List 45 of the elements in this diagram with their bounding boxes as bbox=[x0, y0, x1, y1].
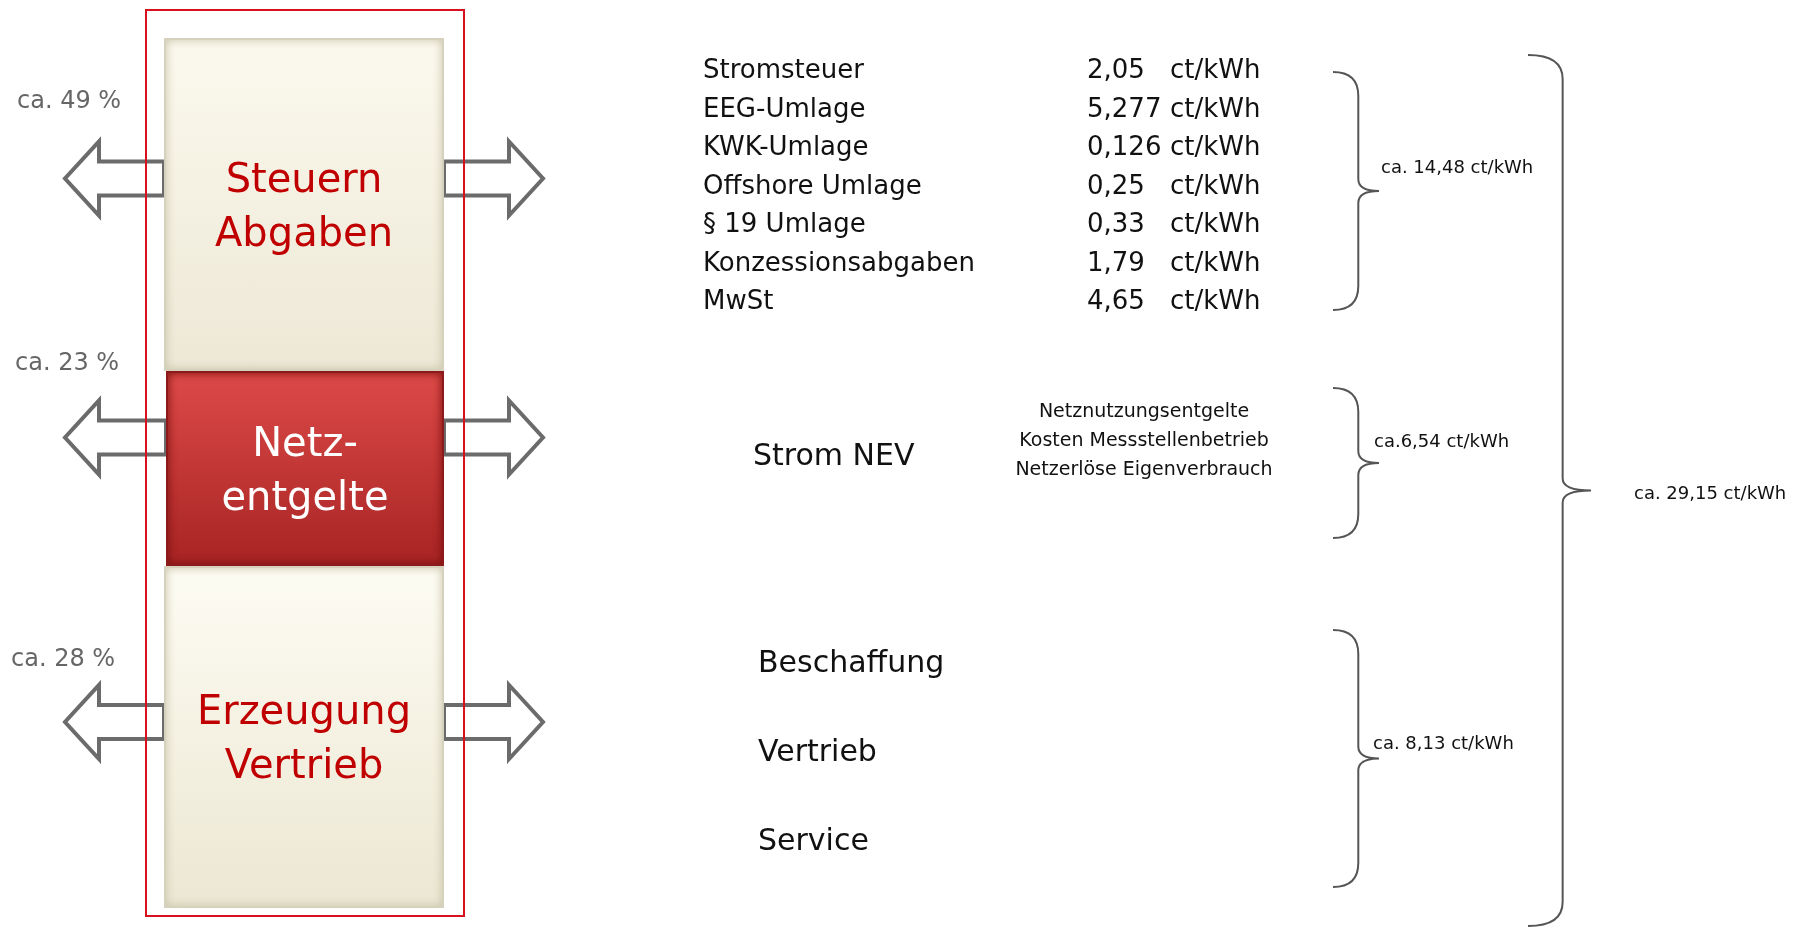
unit-text: ct/kWh bbox=[1170, 208, 1261, 238]
block-arrow bbox=[62, 136, 166, 221]
detail-text: Netzerlöse Eigenverbrauch bbox=[1015, 457, 1273, 479]
block-box: Erzeugung Vertrieb bbox=[164, 566, 444, 908]
block-arrow bbox=[442, 136, 546, 221]
block-arrow bbox=[442, 679, 546, 765]
item-name: MwSt bbox=[703, 285, 774, 315]
block-arrow bbox=[62, 395, 168, 480]
item-name: Stromsteuer bbox=[703, 54, 864, 84]
sum-label: ca. 29,15 ct/kWh bbox=[1634, 482, 1787, 503]
value-text: 1,79 bbox=[1087, 246, 1145, 277]
block-box: Netz- entgelte bbox=[166, 371, 444, 566]
value-text: 2,05 bbox=[1087, 54, 1145, 84]
item-name: Beschaffung bbox=[758, 644, 945, 679]
value-text: 5,277 bbox=[1087, 92, 1162, 123]
block-arrow bbox=[62, 679, 166, 765]
sum-label: ca.6,54 ct/kWh bbox=[1374, 430, 1510, 451]
item-name: Strom NEV bbox=[753, 437, 915, 472]
value-text: 0,25 bbox=[1087, 169, 1145, 200]
item-name: EEG-Umlage bbox=[703, 92, 866, 123]
item-name: Offshore Umlage bbox=[703, 169, 922, 200]
value-text: 4,65 bbox=[1087, 285, 1145, 315]
item-name: Service bbox=[758, 822, 869, 857]
unit-text: ct/kWh bbox=[1170, 54, 1261, 84]
detail-text: Netznutzungsentgelte bbox=[1038, 399, 1250, 421]
value-text: 0,126 bbox=[1087, 131, 1162, 161]
item-name: Konzessionsabgaben bbox=[703, 246, 975, 277]
sum-label: ca. 14,48 ct/kWh bbox=[1381, 156, 1534, 177]
percent-label: ca. 23 % bbox=[15, 348, 120, 376]
unit-text: ct/kWh bbox=[1170, 169, 1261, 200]
unit-text: ct/kWh bbox=[1170, 285, 1261, 315]
percent-label: ca. 28 % bbox=[11, 644, 116, 672]
item-name: Vertrieb bbox=[758, 733, 877, 768]
value-text: 0,33 bbox=[1087, 208, 1145, 238]
frame-box bbox=[145, 9, 465, 917]
unit-text: ct/kWh bbox=[1170, 131, 1261, 161]
detail-text: Kosten Messstellenbetrieb bbox=[1019, 428, 1269, 450]
sum-label: ca. 8,13 ct/kWh bbox=[1373, 732, 1514, 753]
block-box: Steuern Abgaben bbox=[164, 38, 444, 371]
block-arrow bbox=[442, 395, 546, 480]
unit-text: ct/kWh bbox=[1170, 92, 1261, 123]
item-name: § 19 Umlage bbox=[703, 208, 866, 238]
unit-text: ct/kWh bbox=[1170, 246, 1261, 277]
percent-label: ca. 49 % bbox=[17, 86, 122, 114]
item-name: KWK-Umlage bbox=[703, 131, 869, 161]
